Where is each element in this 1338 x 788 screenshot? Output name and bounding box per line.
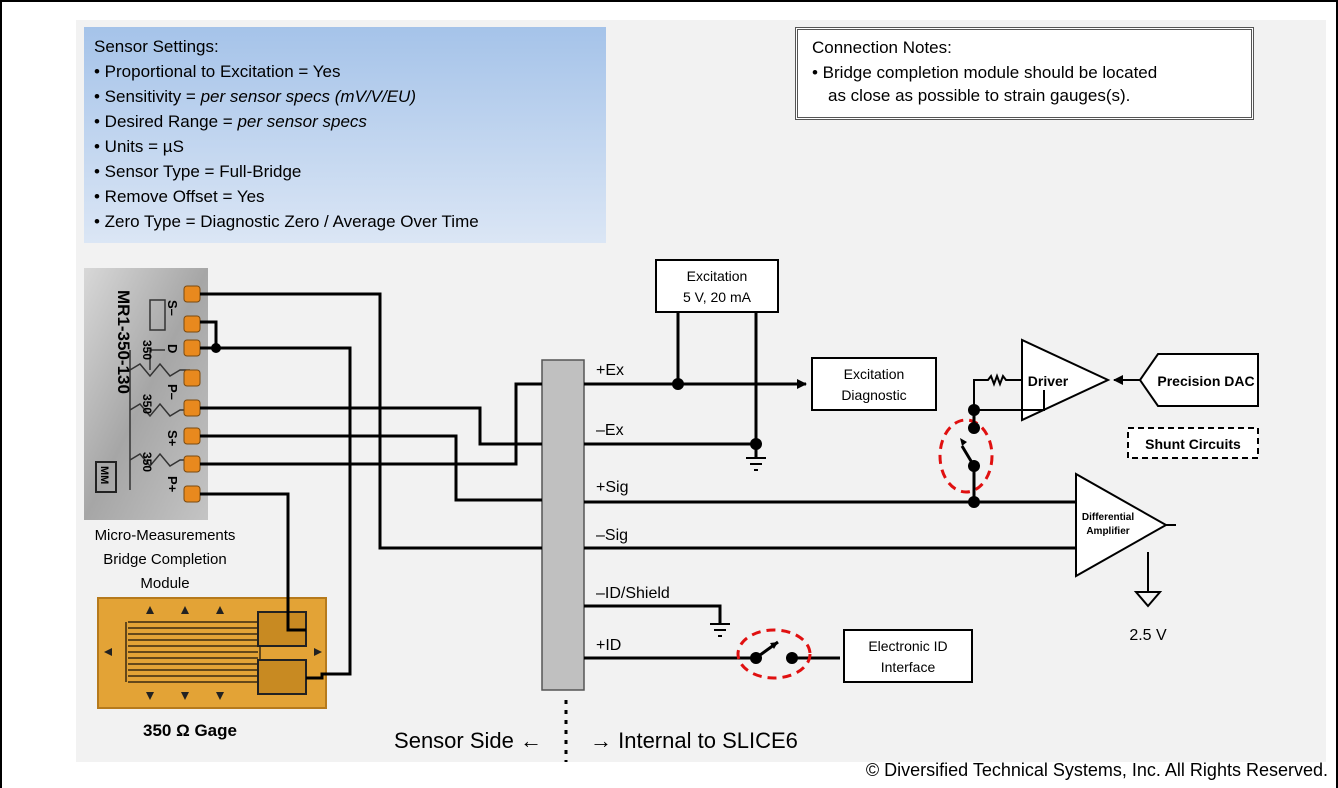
reference-voltage-label: 2.5 V	[1129, 627, 1167, 644]
switch-arrow-icon	[960, 438, 967, 446]
switch-arrow-icon	[770, 642, 778, 649]
precision-dac-label: Precision DAC	[1157, 373, 1254, 389]
module-body	[84, 268, 208, 520]
internal-wires	[584, 312, 1076, 660]
signal-label-sig-pos: +Sig	[596, 479, 628, 496]
mm-logo-text: MM	[98, 466, 110, 484]
excitation-source-rating: 5 V, 20 mA	[683, 289, 752, 305]
settings-title: Sensor Settings:	[94, 37, 219, 56]
electronic-id-label: Electronic ID	[868, 638, 947, 654]
setting-line: • Sensor Type = Full-Bridge	[94, 162, 302, 181]
driver-wiring	[973, 373, 1140, 411]
switch-contact	[968, 404, 980, 416]
setting-line: • Zero Type = Diagnostic Zero / Average …	[94, 212, 479, 231]
differential-amplifier	[1075, 472, 1169, 578]
electronic-id-block	[843, 629, 973, 683]
module-caption: Micro-Measurements	[95, 527, 236, 544]
ground-symbol-shield	[710, 623, 730, 637]
notes-line: as close as possible to strain gauges(s)…	[828, 86, 1131, 105]
excitation-diagnostic-label: Excitation	[844, 366, 905, 382]
differential-amplifier-label: Amplifier	[1086, 526, 1129, 537]
switch-contact	[750, 652, 762, 664]
amp-reference-wiring	[1133, 524, 1176, 608]
module-part-number: MR1-350-130	[114, 290, 133, 394]
connection-notes-box: Connection Notes: • Bridge completion mo…	[795, 27, 1254, 120]
signal-label-id-shield: –ID/Shield	[596, 585, 670, 602]
signal-label-ex-pos: +Ex	[596, 362, 624, 379]
module-pin-label: P–	[165, 384, 180, 400]
module-caption: Bridge Completion	[103, 551, 226, 568]
notes-line: • Bridge completion module should be loc…	[812, 63, 1158, 82]
setting-line: • Remove Offset = Yes	[94, 187, 265, 206]
pin	[183, 455, 201, 473]
wire-gage-active	[200, 492, 306, 632]
signal-label-sig-neg: –Sig	[596, 527, 628, 544]
gage-tab-bottom	[257, 659, 307, 695]
switch-contact	[968, 422, 980, 434]
pin	[183, 285, 201, 303]
module-resistor-label: 350	[140, 340, 154, 360]
bridge-completion-module: MR1-350-130 350 350 350 S– D P– S+ P+ MM	[84, 268, 208, 520]
sensor-wires	[200, 292, 542, 680]
pin	[183, 399, 201, 417]
shunt-circuits-label: Shunt Circuits	[1145, 436, 1241, 452]
wire-sig-pos	[200, 434, 542, 502]
module-pin-label: P+	[165, 476, 180, 493]
excitation-diagnostic-block	[811, 357, 937, 411]
module-pin-label: S+	[165, 430, 180, 447]
junction-dot	[750, 438, 762, 450]
pin	[183, 315, 201, 333]
module-pin-label: D	[165, 344, 180, 353]
module-caption: Module	[140, 575, 189, 592]
module-resistor-traces	[129, 299, 190, 490]
junction-dot	[672, 378, 684, 390]
excitation-source-block	[655, 259, 779, 313]
wire-shield-internal	[584, 604, 722, 624]
wire-ex-pos	[200, 382, 542, 466]
precision-dac-block	[1138, 353, 1259, 407]
pin	[183, 369, 201, 387]
electronic-id-label: Interface	[881, 659, 936, 675]
gage-alignment-marks	[104, 606, 322, 700]
gage-label: 350 Ω Gage	[143, 721, 237, 740]
wire-sig-neg	[200, 292, 542, 550]
pin	[183, 339, 201, 357]
switch-contact	[968, 460, 980, 472]
ground-symbol-ex	[746, 457, 766, 471]
signal-label-id-pos: +ID	[596, 637, 621, 654]
excitation-diagnostic-label: Diagnostic	[841, 387, 906, 403]
slice6-connector	[541, 359, 585, 691]
id-switch-highlight	[736, 628, 812, 680]
notes-title: Connection Notes:	[812, 38, 952, 57]
sensor-side-label: Sensor Side ←	[394, 728, 542, 753]
shunt-circuits-box	[1127, 427, 1259, 459]
copyright-footer: © Diversified Technical Systems, Inc. Al…	[865, 760, 1328, 780]
internal-side-label: → Internal to SLICE6	[590, 728, 798, 753]
strain-gage	[97, 597, 327, 709]
module-resistor-label: 350	[140, 394, 154, 414]
setting-line: • Proportional to Excitation = Yes	[94, 62, 341, 81]
mm-logo	[95, 461, 117, 493]
setting-line: • Desired Range = per sensor specs	[94, 112, 367, 131]
junction-dot	[211, 343, 221, 353]
module-pins	[183, 285, 201, 503]
pin	[183, 427, 201, 445]
wire-ex-neg	[200, 406, 542, 446]
switch-contact	[786, 652, 798, 664]
shunt-switch-highlight	[938, 418, 994, 494]
setting-line: • Units = µS	[94, 137, 184, 156]
pin	[183, 485, 201, 503]
junction-dot	[968, 496, 980, 508]
wire-dummy-gage	[200, 320, 352, 680]
sensor-settings-box: Sensor Settings: • Proportional to Excit…	[84, 27, 606, 243]
driver-label: Driver	[1028, 373, 1069, 389]
excitation-source-label: Excitation	[687, 268, 748, 284]
differential-amplifier-label: Differential	[1082, 512, 1134, 523]
module-resistor-label: 350	[140, 452, 154, 472]
module-pin-label: S–	[165, 300, 180, 316]
setting-line: • Sensitivity = per sensor specs (mV/V/E…	[94, 87, 416, 106]
signal-label-ex-neg: –Ex	[596, 422, 624, 439]
